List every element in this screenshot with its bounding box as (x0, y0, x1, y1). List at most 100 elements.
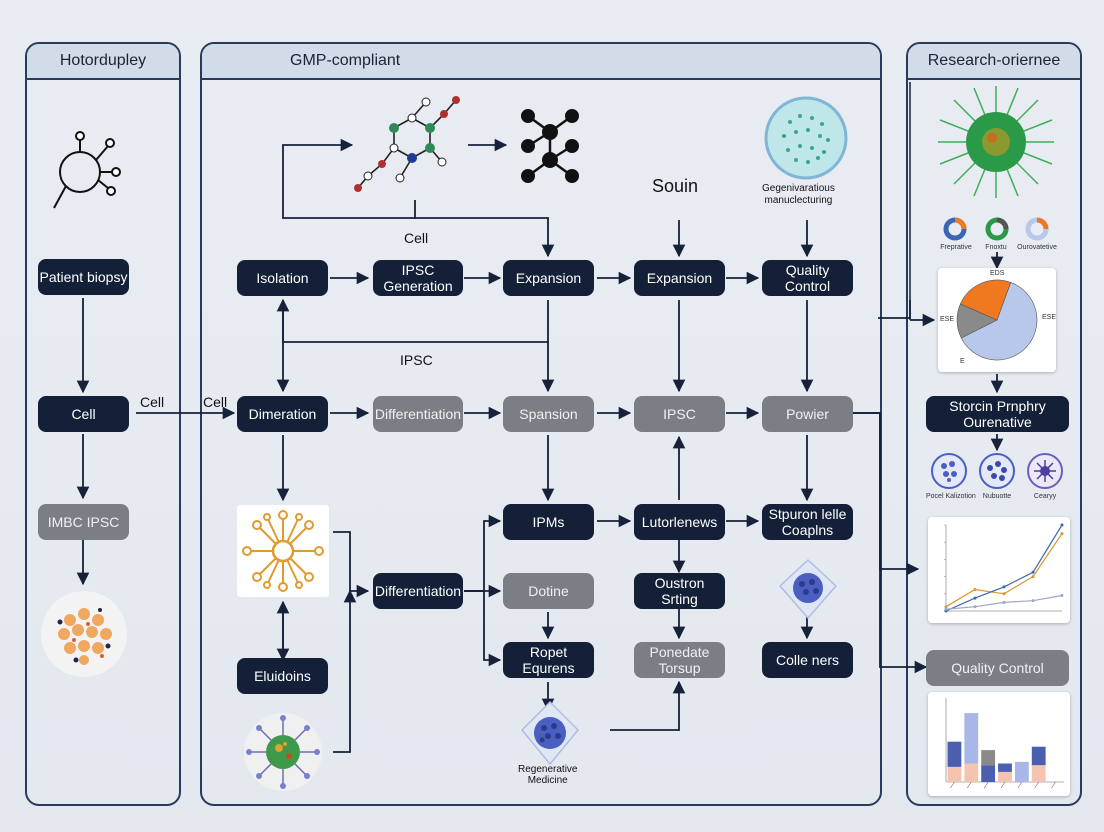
x-tick (967, 781, 972, 789)
neuron-network-card (237, 505, 329, 597)
cell-circle-label-3: Cearyy (1033, 493, 1057, 500)
line-point (944, 607, 948, 611)
quality-control-node[interactable]: Quality Control (762, 260, 853, 296)
donut-label-2: Fnoxtu (985, 244, 1007, 251)
ropet-equrens-node[interactable]: Ropet Equrens (503, 642, 594, 678)
line-point (1031, 599, 1035, 603)
green-cell-icon (244, 713, 322, 791)
pie-label-1: EDS (990, 270, 1005, 277)
bar-segment (981, 750, 996, 766)
cell-circle-label-2: Nubuotte (982, 493, 1012, 500)
stpuron-lelle-node[interactable]: Stpuron lelle Coaplns (762, 504, 853, 540)
x-tick (1034, 781, 1039, 789)
line-point (973, 605, 977, 609)
patient-biopsy-node[interactable]: Patient biopsy (38, 259, 129, 295)
donut-icon-2 (985, 217, 1009, 241)
x-tick (1000, 781, 1006, 789)
eluidoins-node[interactable]: Eluidoins (237, 658, 328, 694)
bar-segment (964, 713, 979, 764)
expansion-node-1[interactable]: Expansion (503, 260, 594, 296)
souin-label: Souin (652, 176, 699, 196)
line-point (1002, 592, 1006, 596)
x-tick (983, 781, 989, 789)
left-panel-title: Hotordupley (27, 44, 179, 80)
donut-label-3: Ourovatetive (1017, 244, 1057, 251)
bar-segment (998, 763, 1012, 772)
pie-slice (960, 282, 1038, 361)
bar-segment (947, 741, 962, 767)
stem-cell-icon (938, 86, 1054, 198)
differentiation-grey-node[interactable]: Differentiation (373, 396, 463, 432)
bar-segment (1031, 746, 1046, 766)
ipsc-grey-node[interactable]: IPSC (634, 396, 725, 432)
gegenivaratious-label: Gegenivaratious manuclecturing (762, 183, 835, 206)
x-tick (1051, 781, 1056, 789)
dotine-node[interactable]: Dotine (503, 573, 594, 609)
storcin-node[interactable]: Storcin Prnphry Ourenative (926, 396, 1069, 432)
expansion-node-2[interactable]: Expansion (634, 260, 725, 296)
x-tick (1017, 781, 1023, 789)
right-panel-title: Research-oriernee (908, 44, 1080, 80)
lattice-molecule-icon (521, 109, 579, 183)
line-point (1031, 570, 1035, 574)
cell-node[interactable]: Cell (38, 396, 129, 432)
lutorlenews-node[interactable]: Lutorlenews (634, 504, 725, 540)
cell-circle-icon-2 (979, 453, 1015, 489)
line-point (1060, 594, 1064, 598)
differentiation-node[interactable]: Differentiation (373, 573, 463, 609)
line-chart-card (928, 517, 1070, 623)
bar-segment (964, 763, 979, 782)
ponedate-torsup-node[interactable]: Ponedate Torsup (634, 642, 725, 678)
cell-arrow-label-left: Cell (140, 394, 165, 410)
imbc-ipsc-node[interactable]: IMBC IPSC (38, 504, 129, 540)
pie-label-3: ESE (1042, 314, 1057, 321)
ipsc-generation-node[interactable]: IPSC Generation (373, 260, 463, 296)
neuron-cell-icon (53, 131, 121, 209)
quality-control-grey-node[interactable]: Quality Control (926, 650, 1069, 686)
center-panel-title: GMP-compliant (202, 44, 880, 80)
line-point (1002, 600, 1006, 604)
cell-circles-row: Pocel Kalizotion Nubuotte Cearyy (926, 452, 1069, 502)
donut-label-1: Freprative (940, 244, 972, 251)
line-point (1031, 575, 1035, 579)
bar-segment (1031, 765, 1046, 782)
oustron-srting-node[interactable]: Oustron Srting (634, 573, 725, 609)
bar-chart-card (928, 692, 1070, 796)
line-point (1060, 523, 1064, 527)
bar-segment (981, 765, 996, 782)
bar-chart (945, 698, 1064, 789)
pie-slice (959, 279, 1012, 321)
cell-cluster-icon (41, 591, 127, 677)
cell-label-top: Cell (404, 230, 429, 246)
donut-icons-row: Freprative Fnoxtu Ourovatetive (934, 216, 1058, 256)
pie-chart-card: EDS ESE ESE E (938, 268, 1056, 372)
pie-chart (956, 279, 1038, 361)
bar-segment (998, 771, 1012, 782)
cell-circle-label-1: Pocel Kalizotion (926, 493, 976, 500)
regenerative-medicine-label: Regenerative Medicine (518, 764, 578, 786)
line-chart (944, 523, 1064, 613)
line-series (945, 533, 1063, 608)
powier-node[interactable]: Powier (762, 396, 853, 432)
dimeration-node[interactable]: Dimeration (237, 396, 328, 432)
left-panel: Hotordupley (25, 42, 181, 806)
donut-icon-3 (1025, 217, 1049, 241)
colle-ners-node[interactable]: Colle ners (762, 642, 853, 678)
cell-circle-icon-1 (931, 453, 967, 489)
line-point (973, 588, 977, 591)
x-tick (950, 781, 955, 789)
ipms-node[interactable]: IPMs (503, 504, 594, 540)
right-panel: Research-oriernee (906, 42, 1082, 806)
cell-circle-icon-3 (1027, 453, 1063, 489)
isolation-node[interactable]: Isolation (237, 260, 328, 296)
cell-arrow-label-right: Cell (203, 394, 228, 410)
spansion-node[interactable]: Spansion (503, 396, 594, 432)
ipsc-mid-label: IPSC (400, 352, 433, 368)
bar-segment (947, 766, 962, 782)
cell-colony-icon (764, 96, 848, 180)
line-point (1002, 585, 1006, 589)
line-point (1060, 532, 1064, 536)
pie-label-4: E (960, 358, 965, 365)
line-point (944, 605, 948, 609)
